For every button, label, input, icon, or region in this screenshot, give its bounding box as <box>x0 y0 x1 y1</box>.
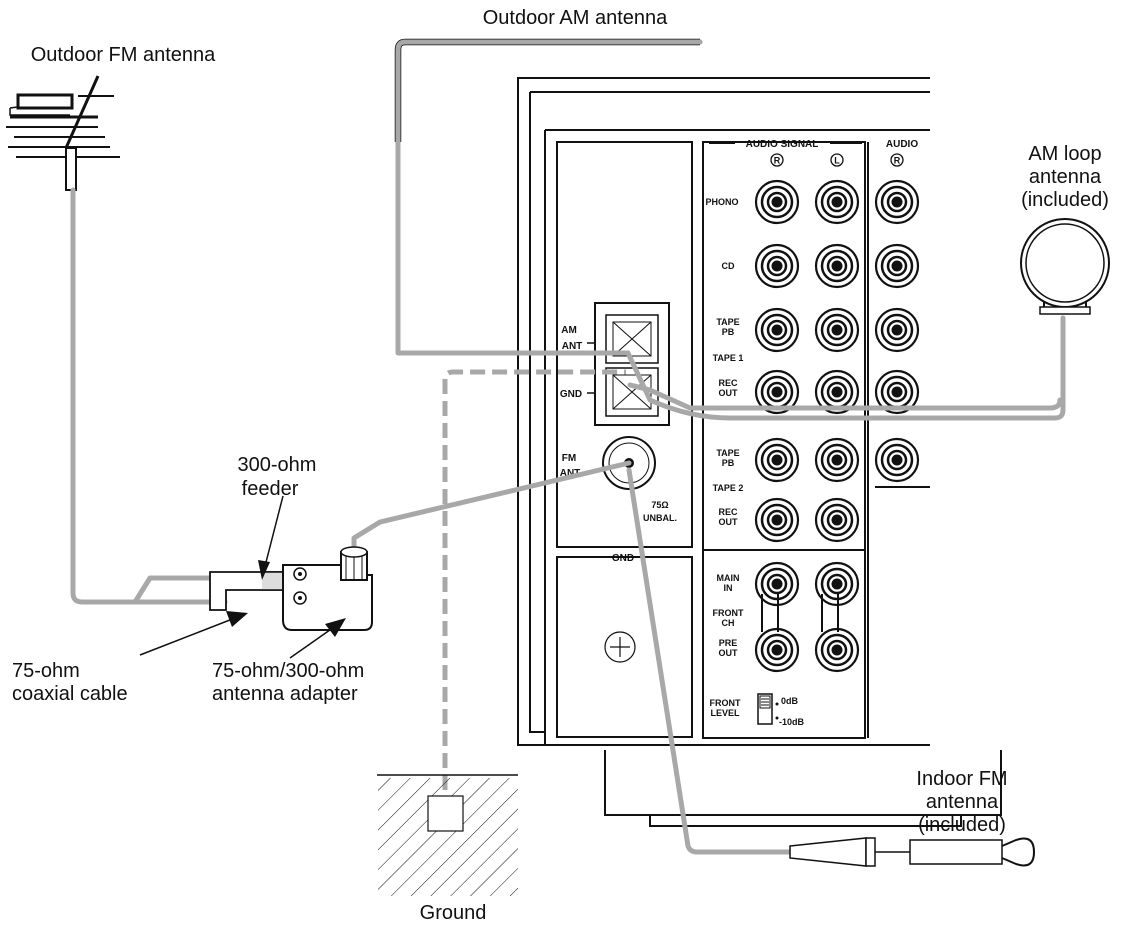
tape2-rec-label-a: REC <box>718 507 738 517</box>
audio-header: AUDIO <box>886 139 918 150</box>
channel-l-marker: L <box>830 153 844 167</box>
indoor-fm-label-1: Indoor FM <box>916 768 1007 790</box>
front-level-switch[interactable]: 0dB -10dB <box>757 693 805 727</box>
rca-jacks <box>754 179 920 673</box>
pre-out-label-b: OUT <box>719 648 739 658</box>
rca-jack[interactable] <box>874 369 920 415</box>
outdoor-fm-antenna-icon <box>6 75 120 191</box>
tape2-rec-label-b: OUT <box>719 517 739 527</box>
indoor-fm-label-3: (included) <box>918 814 1006 836</box>
rca-jack[interactable] <box>754 369 800 415</box>
cd-label: CD <box>722 261 735 271</box>
outdoor-fm-antenna-label: Outdoor FM antenna <box>31 44 216 66</box>
am-loop-label-2: antenna <box>1029 166 1102 188</box>
phono-label: PHONO <box>705 197 738 207</box>
front-ch-label-b: CH <box>722 618 735 628</box>
unbal-label-a: 75Ω <box>651 500 668 510</box>
tape1-pb-label-b: PB <box>722 327 735 337</box>
minus10db-label: -10dB <box>779 717 805 727</box>
indoor-fm-label-2: antenna <box>926 791 999 813</box>
audio-signal-header: AUDIO SIGNAL <box>746 139 819 150</box>
svg-text:R: R <box>894 156 901 166</box>
front-level-label-a: FRONT <box>710 698 741 708</box>
ground-label: Ground <box>420 902 487 924</box>
gnd-screw-icon <box>604 631 636 663</box>
am-loop-label-3: (included) <box>1021 189 1109 211</box>
am-ant-label-b: ANT <box>562 341 583 352</box>
tape2-label: TAPE 2 <box>713 483 744 493</box>
fm-ant-label-b: ANT <box>560 468 581 479</box>
gnd-terminal-label: GND <box>612 553 634 564</box>
tape1-rec-label-a: REC <box>718 378 738 388</box>
antenna-terminals: AM ANT GND FM ANT 75Ω UNBAL. GND <box>560 302 677 663</box>
adapter-label-1: 75-ohm/300-ohm <box>212 660 364 682</box>
tape2-pb-label-b: PB <box>722 458 735 468</box>
feeder-label-2: feeder <box>242 478 299 500</box>
front-ch-bracket-l <box>821 594 839 632</box>
rca-jack[interactable] <box>814 437 860 483</box>
coax-label-1: 75-ohm <box>12 660 80 682</box>
rca-jack[interactable] <box>814 179 860 225</box>
rca-jack[interactable] <box>814 243 860 289</box>
tape2-pb-label-a: TAPE <box>716 448 739 458</box>
front-ch-label-a: FRONT <box>713 608 744 618</box>
rca-jack[interactable] <box>754 307 800 353</box>
main-in-label-a: MAIN <box>717 573 740 583</box>
antenna-adapter-icon <box>209 546 373 631</box>
ground-icon <box>377 774 518 896</box>
antenna-wires <box>70 38 1066 855</box>
rca-jack[interactable] <box>814 627 860 673</box>
svg-text:R: R <box>774 156 781 166</box>
channel-r-marker-2: R <box>890 153 904 167</box>
rca-jack[interactable] <box>754 497 800 543</box>
am-loop-antenna-icon <box>1020 218 1110 315</box>
channel-r-marker: R <box>770 153 784 167</box>
rca-jack[interactable] <box>874 243 920 289</box>
svg-text:L: L <box>834 156 840 166</box>
indoor-fm-antenna-icon <box>789 837 1036 867</box>
receiver-rear-panel: AUDIO SIGNAL AUDIO R L R <box>517 77 1002 827</box>
zero-db-label: 0dB <box>781 696 799 706</box>
rca-jack[interactable] <box>874 179 920 225</box>
rca-jack[interactable] <box>814 497 860 543</box>
tape1-rec-label-b: OUT <box>719 388 739 398</box>
rca-jack[interactable] <box>814 307 860 353</box>
jack-labels: PHONO CD TAPE PB TAPE 1 REC OUT TAPE PB … <box>705 197 744 718</box>
front-ch-bracket-r <box>761 594 779 632</box>
adapter-label-2: antenna adapter <box>212 683 358 705</box>
coax-label-2: coaxial cable <box>12 683 128 705</box>
rca-jack[interactable] <box>754 243 800 289</box>
tape1-label: TAPE 1 <box>713 353 744 363</box>
rca-jack[interactable] <box>754 437 800 483</box>
callout-arrows <box>139 495 346 659</box>
pre-out-label-a: PRE <box>719 638 738 648</box>
feeder-label-1: 300-ohm <box>238 454 317 476</box>
gnd-label: GND <box>560 389 582 400</box>
rca-jack[interactable] <box>814 561 860 607</box>
rca-jack[interactable] <box>874 437 920 483</box>
am-ant-label-a: AM <box>561 325 577 336</box>
outdoor-am-antenna-label: Outdoor AM antenna <box>483 7 668 29</box>
am-loop-label-1: AM loop <box>1028 143 1101 165</box>
rca-jack[interactable] <box>754 179 800 225</box>
fm-ant-label-a: FM <box>562 453 576 464</box>
main-in-label-b: IN <box>724 583 733 593</box>
rca-jack[interactable] <box>754 627 800 673</box>
tape1-pb-label-a: TAPE <box>716 317 739 327</box>
rca-jack[interactable] <box>814 369 860 415</box>
rca-jack[interactable] <box>874 307 920 353</box>
unbal-label-b: UNBAL. <box>643 513 677 523</box>
front-level-label-b: LEVEL <box>710 708 740 718</box>
